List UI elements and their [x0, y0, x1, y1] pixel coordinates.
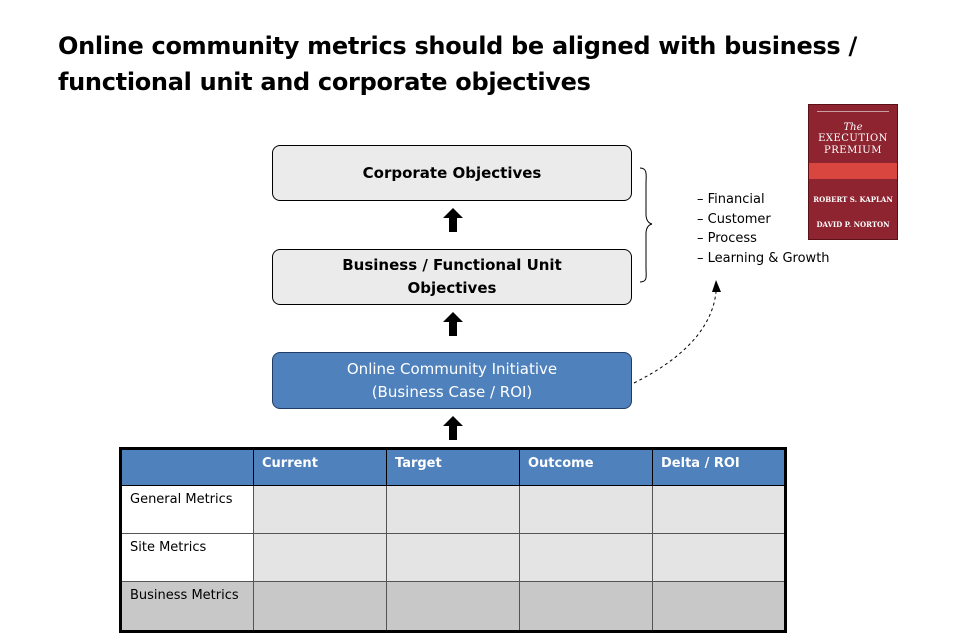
- table-cell: [386, 485, 520, 534]
- column-header-outcome: Outcome: [519, 448, 653, 486]
- book-title-the: The: [843, 122, 863, 133]
- book-author1: ROBERT S. KAPLAN: [813, 195, 893, 204]
- table-row: General Metrics: [120, 485, 786, 534]
- table-cell: [652, 533, 786, 582]
- execution-premium-book-cover: The EXECUTION PREMIUM ROBERT S. KAPLAN D…: [808, 104, 898, 240]
- slide-title: Online community metrics should be align…: [58, 32, 857, 96]
- table-row: Site Metrics: [120, 533, 786, 582]
- table-cell: [386, 533, 520, 582]
- row-label-general-metrics: General Metrics: [120, 485, 254, 534]
- table-header-row: Current Target Outcome Delta / ROI: [120, 448, 786, 486]
- table-row: Business Metrics: [120, 581, 786, 632]
- table-cell: [652, 581, 786, 632]
- business-unit-objectives-label-line1: Business / Functional Unit: [342, 256, 562, 274]
- dashed-curved-arrow: [633, 291, 717, 384]
- table-cell: [519, 581, 653, 632]
- table-cell: [386, 581, 520, 632]
- book-author2: DAVID P. NORTON: [816, 220, 890, 229]
- initiative-label-line1: Online Community Initiative: [346, 359, 558, 378]
- row-label-business-metrics: Business Metrics: [120, 581, 254, 632]
- column-header-target: Target: [386, 448, 520, 486]
- book-title-line1: EXECUTION: [818, 133, 888, 144]
- table-cell: [253, 581, 387, 632]
- business-unit-objectives-label-line2: Objectives: [407, 279, 497, 297]
- right-brace: [639, 167, 653, 283]
- perspective-item: – Customer: [697, 211, 771, 227]
- book-subtitle-stripe: [809, 163, 897, 179]
- perspective-item: – Learning & Growth: [697, 250, 830, 266]
- column-header-delta-roi: Delta / ROI: [652, 448, 786, 486]
- table-cell: [652, 485, 786, 534]
- table-cell: [253, 485, 387, 534]
- up-arrow-icon: [443, 208, 463, 232]
- table-cell: [519, 533, 653, 582]
- up-arrow-icon: [443, 416, 463, 440]
- column-header-blank: [120, 448, 254, 486]
- initiative-label-line2: (Business Case / ROI): [371, 382, 533, 401]
- scorecard-perspectives-list: – Financial – Customer – Process – Learn…: [697, 190, 830, 268]
- book-top-rule: [817, 111, 889, 114]
- metrics-table: Current Target Outcome Delta / ROI Gener…: [119, 447, 787, 633]
- row-label-site-metrics: Site Metrics: [120, 533, 254, 582]
- perspective-item: – Process: [697, 231, 757, 246]
- online-community-initiative-box: Online Community Initiative (Business Ca…: [272, 352, 632, 409]
- up-arrow-icon: [443, 312, 463, 336]
- table-cell: [253, 533, 387, 582]
- corporate-objectives-box: Corporate Objectives: [272, 145, 632, 201]
- corporate-objectives-label: Corporate Objectives: [362, 163, 542, 182]
- book-title-line2: PREMIUM: [824, 145, 882, 156]
- perspective-item: – Financial: [697, 192, 765, 207]
- business-unit-objectives-box: Business / Functional Unit Objectives: [272, 249, 632, 305]
- column-header-current: Current: [253, 448, 387, 486]
- dashed-arrow-head: [712, 280, 721, 292]
- table-cell: [519, 485, 653, 534]
